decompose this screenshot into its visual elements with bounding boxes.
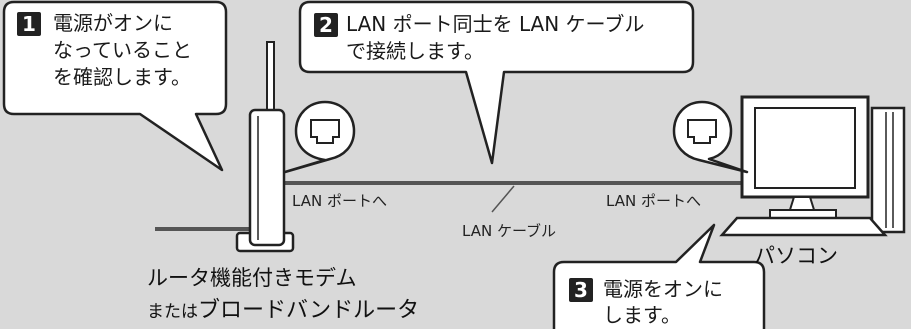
- callout-2-bubble: [298, 0, 695, 165]
- lan-port-icon: [310, 119, 340, 144]
- pc-icon: [719, 95, 906, 237]
- step-number-badge-3: 3: [569, 278, 593, 302]
- pc-lan-port-label: LAN ポートへ: [606, 192, 701, 210]
- lan-port-balloon-router: [283, 100, 356, 174]
- lan-port-balloon-pc: [672, 100, 749, 174]
- callout-1-bubble: [2, 0, 228, 172]
- cable-leader: [491, 185, 515, 213]
- callout-3-line-2: します。: [603, 303, 681, 327]
- router-name-line-1: ルータ機能付きモデム: [147, 266, 357, 290]
- step-number-badge-2: 2: [314, 13, 338, 37]
- router-name-main: ブロードバンドルータ: [198, 298, 420, 323]
- router-name-line-2: またはブロードバンドルータ: [147, 292, 419, 324]
- callout-3-line-1: 電源をオンに: [603, 277, 723, 301]
- step-number-badge-1: 1: [17, 12, 41, 36]
- callout-1-line-2: なっていること: [53, 38, 192, 62]
- router-lan-port-label: LAN ポートへ: [292, 192, 387, 210]
- router-name-prefix: または: [147, 302, 198, 322]
- router-icon: [235, 41, 295, 253]
- lan-port-icon: [687, 119, 717, 144]
- lan-cable-label: LAN ケーブル: [462, 222, 557, 240]
- callout-1-line-1: 電源がオンに: [53, 11, 173, 35]
- callout-2-line-2: で接続します。: [346, 39, 484, 63]
- pc-label: パソコン: [754, 244, 838, 268]
- callout-3-bubble: [552, 223, 766, 329]
- callout-1-line-3: を確認します。: [53, 65, 191, 89]
- callout-2-line-1: LAN ポート同士を LAN ケーブル: [346, 12, 645, 36]
